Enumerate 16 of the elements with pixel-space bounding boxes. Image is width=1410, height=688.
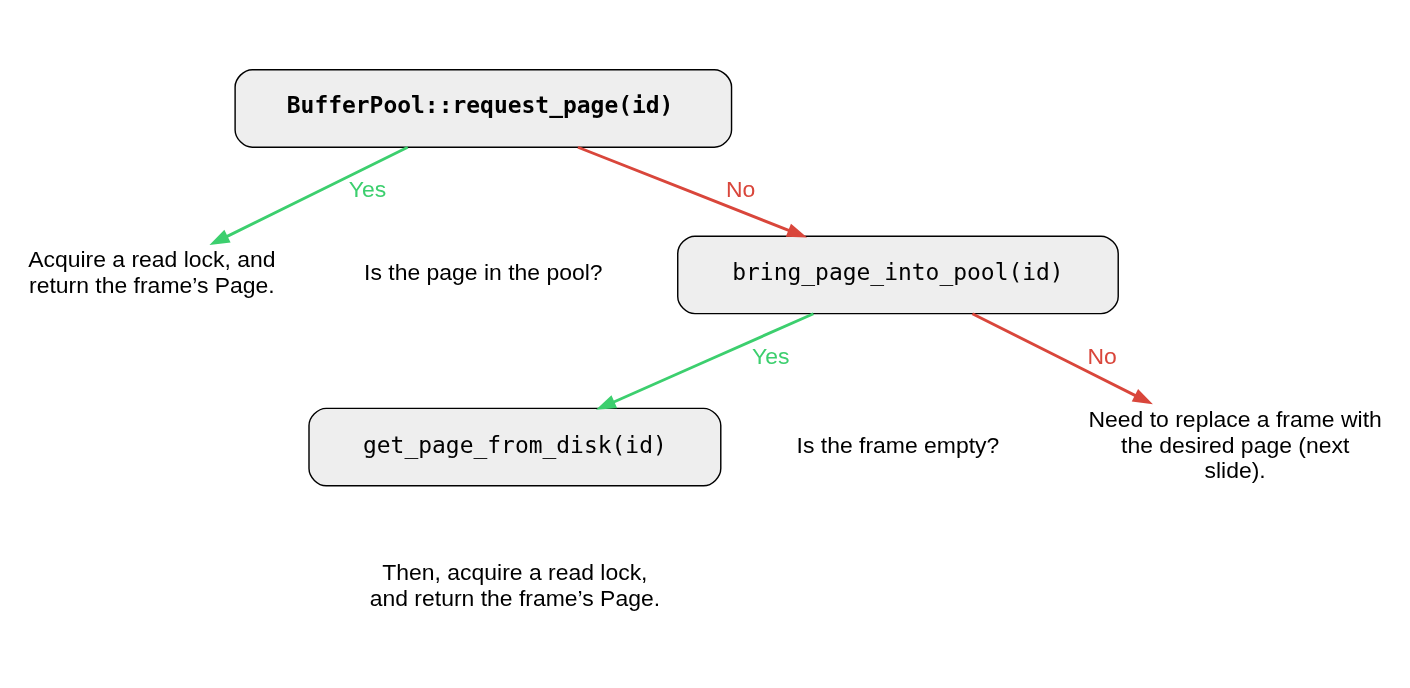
edge-label: Yes: [751, 342, 790, 369]
edge-label: Yes: [348, 175, 387, 202]
edge-label: No: [725, 175, 756, 202]
node-box: get_page_from_disk(id): [308, 407, 722, 487]
node-box: BufferPool::request_page(id): [234, 68, 733, 148]
node-box: bring_page_into_pool(id): [677, 234, 1119, 314]
arrow: [971, 311, 1153, 404]
node-label: Then, acquire a read lock, and return the frame’s Page.: [369, 558, 661, 611]
label: Is the page in the pool?: [364, 258, 603, 285]
arrow: [209, 145, 409, 245]
arrow: [595, 311, 814, 410]
label: Is the frame empty?: [796, 431, 1000, 458]
node-text: Need to replace a frame with the desired page (next slide).: [1088, 405, 1382, 483]
node-text: Acquire a read lock, and return the frame’s Page.: [28, 245, 276, 298]
arrow: [577, 145, 808, 238]
edge-label: No: [1087, 342, 1117, 369]
